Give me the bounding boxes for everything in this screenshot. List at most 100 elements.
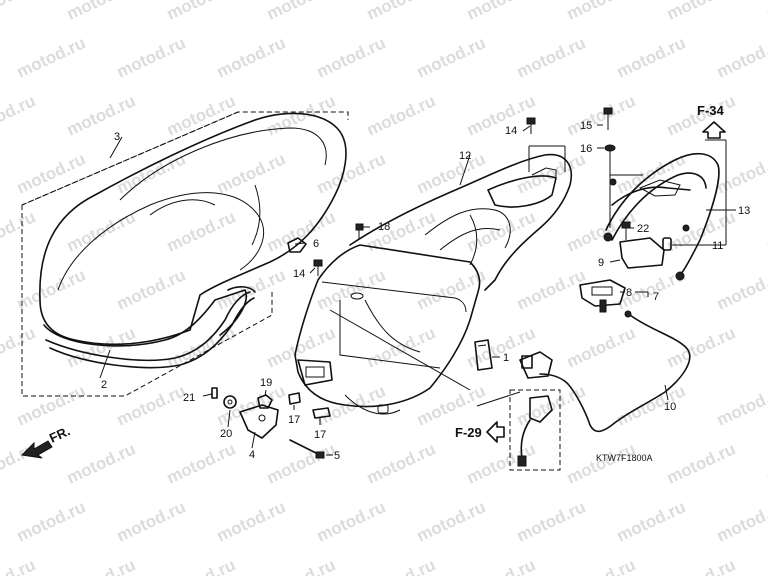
watermark-text: motod.ru [314,149,389,197]
watermark-text: motod.ru [364,439,439,487]
watermark-text: motod.ru [414,149,489,197]
watermark-text: motod.ru [114,149,189,197]
inset-latch [529,395,553,423]
seat-contour-3 [251,184,261,246]
callout-17b: 17 [314,429,326,441]
watermark-text: motod.ru [64,91,139,139]
watermark-text: motod.ru [364,323,439,371]
watermark-text: motod.ru [764,207,768,255]
grommet-20 [223,395,237,409]
inset-rod [520,419,531,459]
watermark-text: motod.ru [0,0,38,24]
callout-8: 8 [626,287,632,299]
callout-12: 12 [459,150,471,162]
watermark-text: motod.ru [64,207,139,255]
diagram-code: KTW7F1800A [596,453,653,463]
callout-21: 21 [183,392,195,404]
watermark-text: motod.ru [514,265,589,313]
ref-f34: F-34 [697,103,726,139]
luggage-foot [377,404,389,414]
inset-box [509,389,561,471]
watermark-text: motod.ru [314,33,389,81]
watermark-text: motod.ru [664,0,739,24]
callout-11: 11 [712,240,723,252]
callout-14-lower: 14 [293,268,305,280]
watermark-text: motod.ru [264,439,339,487]
watermark-text: motod.ru [464,555,539,576]
latch-8-pin [599,299,607,313]
seat-dashed-edge [21,111,239,206]
luggage-rib-2 [439,227,501,251]
luggage-rear-tray [349,153,572,291]
callout-22: 22 [637,223,649,235]
callout-14-upper: 14 [505,125,517,137]
watermark-text: motod.ru [364,0,439,24]
seat-lock-1-detail [477,344,487,347]
watermark-text: motod.ru [764,439,768,487]
watermark-text: motod.ru [164,555,239,576]
watermark-text: motod.ru [664,207,739,255]
rod-5-end [315,451,325,459]
watermark-text: motod.ru [564,555,639,576]
luggage-bottom [344,394,401,415]
watermark-text: motod.ru [614,381,689,429]
seat-contour-1 [57,192,265,291]
clip-17a [288,392,301,405]
watermark-text: motod.ru [514,33,589,81]
watermark-text: motod.ru [14,497,89,545]
bracket-9 [619,237,665,269]
luggage-top-slot [487,175,557,208]
luggage-inner-wall [339,300,441,369]
callout-7: 7 [653,291,659,303]
watermark-text: motod.ru [14,381,89,429]
leader-lines [99,124,736,456]
luggage-rib-3 [469,214,478,266]
callout-20: 20 [220,428,232,440]
callouts: 3 2 6 12 14 14 18 15 16 13 22 9 11 8 7 1… [101,120,750,462]
watermark-text: motod.ru [514,149,589,197]
watermark-text: motod.ru [614,33,689,81]
grommet-20-hole [227,399,233,405]
seat-contour-4 [149,199,216,216]
seat-contour-2 [119,127,327,201]
callout-3: 3 [114,131,120,143]
seat-cushion [39,112,347,346]
watermark-text: motod.ru [514,497,589,545]
callout-16: 16 [580,143,592,155]
front-label: FR. [47,423,72,445]
watermark-text: motod.ru [364,91,439,139]
callout-10: 10 [664,401,676,413]
callout-15: 15 [580,120,592,132]
watermark-text: motod.ru [64,555,139,576]
watermark-text: motod.ru [714,33,768,81]
luggage-box [294,153,572,415]
watermark-text: motod.ru [214,33,289,81]
watermark-text: motod.ru [764,323,768,371]
watermark-text: motod.ru [264,207,339,255]
callout-5: 5 [334,450,340,462]
collar-11 [662,237,672,251]
watermark-text: motod.ru [464,91,539,139]
latch-body [519,351,553,379]
ref-f34-label: F-34 [697,103,725,118]
watermark-text: motod.ru [14,33,89,81]
bracket-4-hole [258,414,266,422]
bolt-15 [603,107,613,130]
watermark-text: motod.ru [0,91,38,139]
watermark-text: motod.ru [114,381,189,429]
luggage-main-box [294,244,481,408]
watermark-text: motod.ru [0,555,38,576]
watermark-text: motod.ru [164,0,239,24]
luggage-inner-rim [321,281,467,313]
watermark-text: motod.ru [664,439,739,487]
watermark-text: motod.ru [164,207,239,255]
watermark-text: motod.ru [0,207,38,255]
left-arrow-icon [486,421,505,443]
watermark-text: motod.ru [364,555,439,576]
seat-dashed-box [21,111,349,397]
watermark-text: motod.ru [114,497,189,545]
bolt-14-upper [526,117,536,134]
luggage-rib-1 [424,208,511,249]
